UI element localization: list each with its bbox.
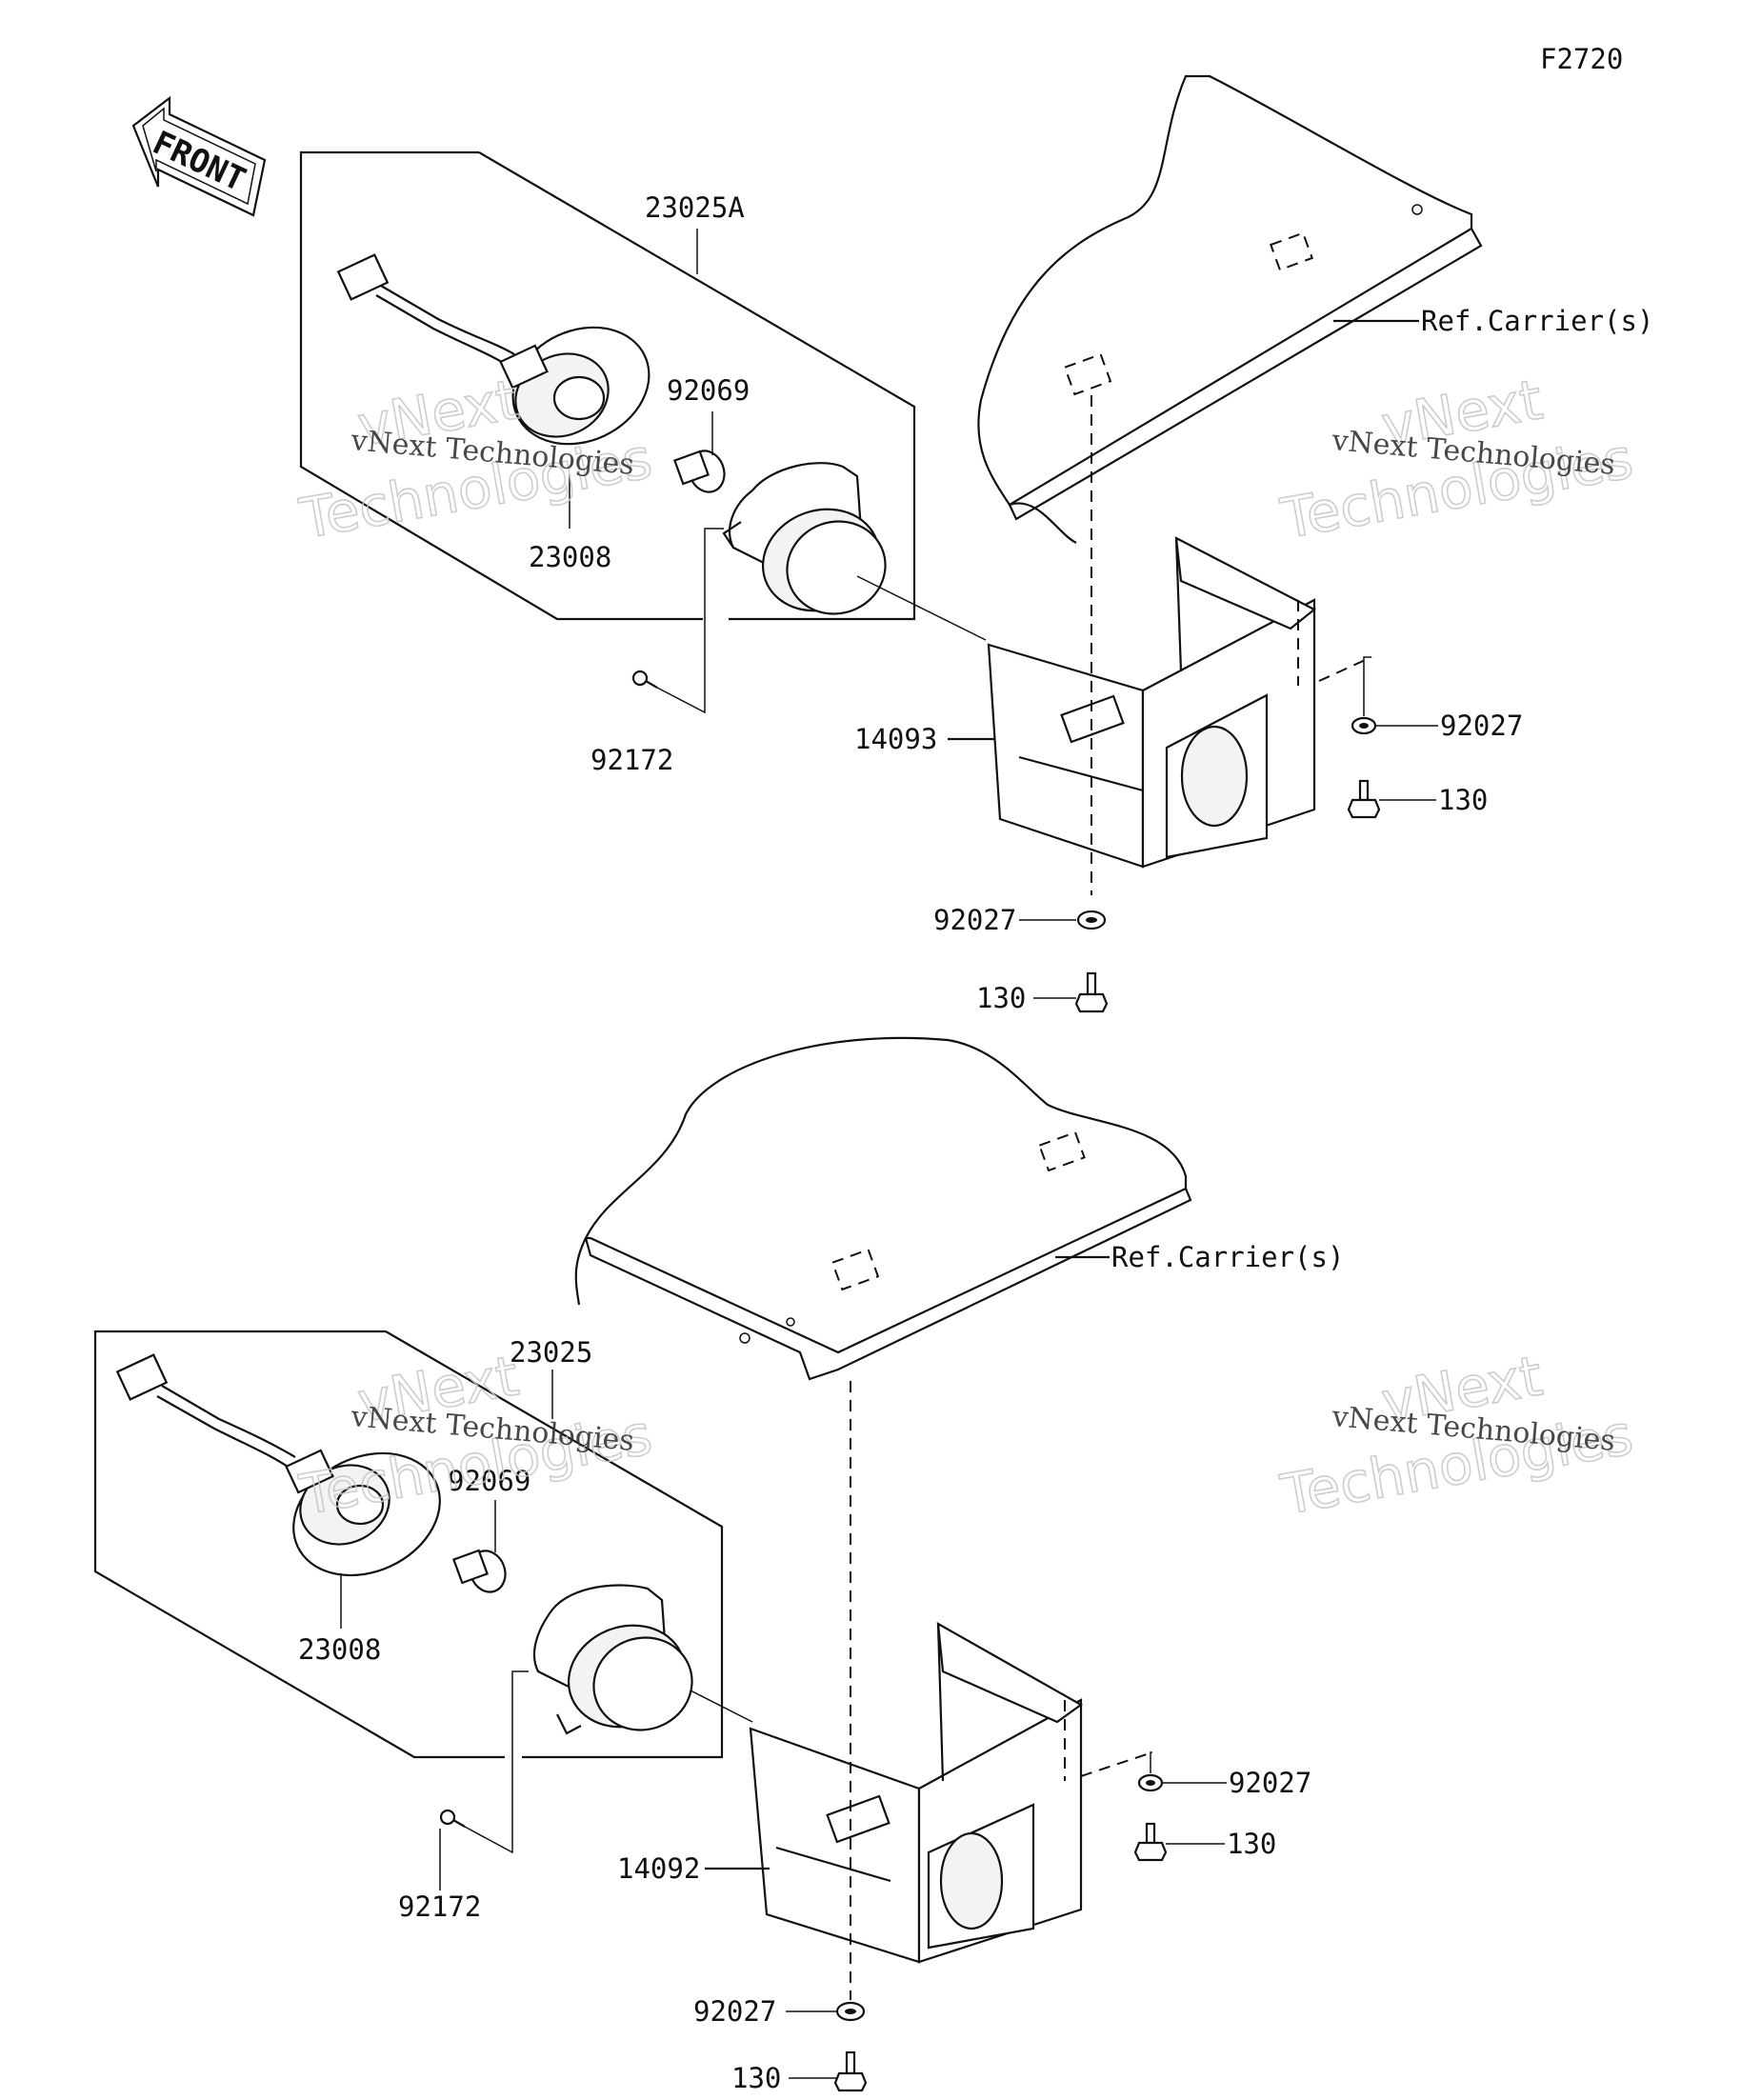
upper-bottom-washer (1076, 910, 1107, 930)
upper-side-washer (1351, 716, 1377, 735)
upper-side-washer-label: 92027 (1440, 710, 1523, 742)
lower-carrier (574, 1036, 1192, 1381)
lower-bottom-bolt-label: 130 (731, 2062, 781, 2094)
lower-carrier-label: Ref.Carrier(s) (1111, 1241, 1344, 1273)
watermark: vNext Technologies vNext Technologies vN… (294, 367, 1638, 1529)
lower-socket-label: 23008 (298, 1633, 381, 1666)
upper-screw (631, 670, 658, 689)
upper-bottom-bolt-label: 130 (976, 982, 1026, 1014)
upper-cover-label: 14093 (854, 723, 937, 755)
lower-side-washer (1137, 1773, 1164, 1792)
upper-screw-label: 92172 (590, 744, 673, 776)
upper-bulb-label: 92069 (667, 374, 750, 407)
upper-socket (336, 253, 650, 446)
upper-side-bolt-label: 130 (1438, 784, 1488, 816)
lower-side-washer-label: 92027 (1229, 1767, 1311, 1799)
upper-assembly-label: 23025A (645, 191, 745, 224)
upper-bottom-bolt (1074, 971, 1109, 1013)
lower-screw-label: 92172 (398, 1890, 481, 1923)
upper-socket-label: 23008 (529, 541, 611, 573)
upper-bulb (672, 450, 726, 493)
lower-side-bolt-label: 130 (1227, 1828, 1276, 1860)
lower-bottom-washer-label: 92027 (693, 1995, 776, 2028)
upper-lamp-housing (722, 462, 887, 615)
lower-bulb-label: 92069 (448, 1465, 530, 1497)
lower-bottom-bolt (833, 2050, 868, 2092)
lower-lamp-housing (533, 1584, 693, 1735)
lower-cover-label: 14092 (617, 1852, 700, 1885)
upper-assembly-frame (299, 150, 703, 621)
upper-carrier (977, 74, 1483, 544)
lower-assembly-frame (93, 1330, 505, 1759)
upper-carrier-label: Ref.Carrier(s) (1421, 305, 1653, 337)
upper-side-bolt (1347, 779, 1381, 819)
upper-bottom-washer-label: 92027 (933, 904, 1016, 936)
lower-cover (749, 1621, 1153, 1964)
lower-bulb (451, 1549, 507, 1593)
lower-socket (115, 1353, 441, 1577)
figure-code: F2720 (1540, 43, 1623, 75)
lower-assembly-label: 23025 (510, 1336, 592, 1369)
lower-side-bolt (1133, 1822, 1168, 1862)
front-arrow-icon: FRONT (131, 95, 267, 217)
lower-screw (439, 1809, 466, 1828)
lower-bottom-washer (835, 2001, 866, 2022)
upper-cover (987, 536, 1372, 869)
carrier-clip-icon (1063, 231, 1313, 396)
